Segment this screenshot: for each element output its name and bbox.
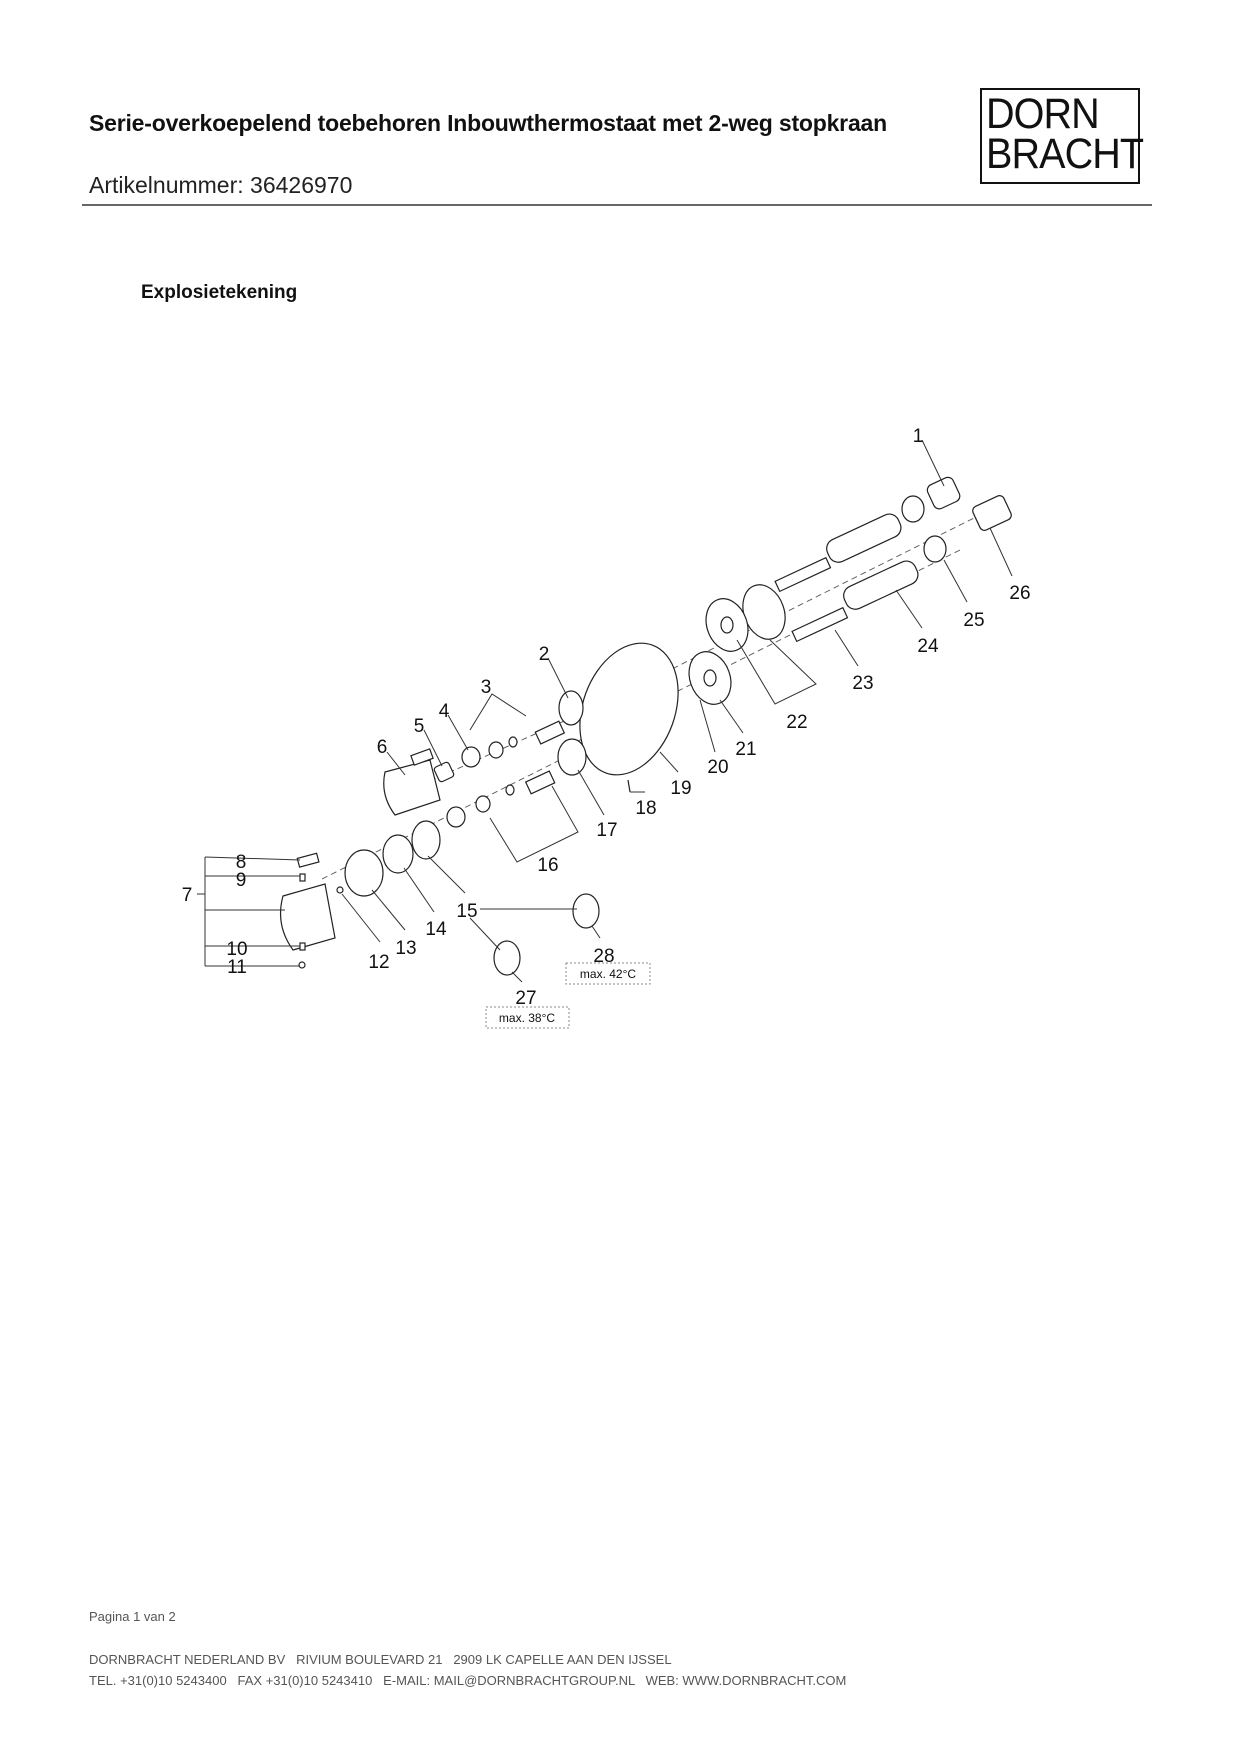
callout-3: 3 xyxy=(481,677,492,698)
temperature-notes: max. 42°C max. 38°C xyxy=(485,962,651,1029)
callout-12: 12 xyxy=(368,952,389,973)
ring-25 xyxy=(923,535,947,563)
callout-5: 5 xyxy=(414,716,425,737)
logo-line-2: BRACHT xyxy=(986,130,1144,178)
callout-2: 2 xyxy=(539,644,550,665)
note-max-38-box xyxy=(485,1006,570,1029)
tube-upper xyxy=(774,556,832,593)
document-title: Serie-overkoepelend toebehoren Inbouwthe… xyxy=(89,110,887,136)
footer-contact: TEL. +31(0)10 5243400 FAX +31(0)10 52434… xyxy=(89,1673,847,1688)
grip-14 xyxy=(382,834,414,874)
note-max-38: max. 38°C xyxy=(499,1011,555,1025)
callout-8: 8 xyxy=(236,852,247,873)
ring-27 xyxy=(493,940,521,976)
ring-28 xyxy=(572,893,600,929)
ring-upper xyxy=(901,495,925,523)
seal-3a xyxy=(508,736,518,748)
part-9 xyxy=(299,873,306,882)
rosette-21-hole xyxy=(703,669,717,687)
note-max-42: max. 42°C xyxy=(580,967,636,981)
hose-upper xyxy=(826,513,902,563)
leader-lines xyxy=(197,439,1013,983)
header-divider xyxy=(82,204,1152,206)
cartridge-3 xyxy=(534,720,566,745)
lever-tab-6 xyxy=(410,748,434,766)
ring-15 xyxy=(411,820,441,860)
flange-2 xyxy=(558,690,584,726)
rosette-upper-hole xyxy=(720,616,734,634)
callout-9: 9 xyxy=(236,870,247,891)
lever-handle-6 xyxy=(383,759,441,816)
article-number: Artikelnummer: 36426970 xyxy=(89,172,353,198)
spline-5 xyxy=(433,761,455,783)
part-10 xyxy=(299,942,306,951)
callout-19: 19 xyxy=(670,778,691,799)
callout-7: 7 xyxy=(182,885,193,906)
callout-14: 14 xyxy=(425,919,447,940)
footer-address: DORNBRACHT NEDERLAND BV RIVIUM BOULEVARD… xyxy=(89,1652,672,1667)
tube-23 xyxy=(791,606,849,643)
seal-16b xyxy=(475,795,491,813)
nut-16 xyxy=(446,806,466,828)
cover-plate-19 xyxy=(579,642,679,776)
callout-4: 4 xyxy=(439,701,450,722)
cartridge-16 xyxy=(524,770,556,795)
callout-24: 24 xyxy=(917,636,939,657)
callout-15: 15 xyxy=(456,901,477,922)
part-11 xyxy=(298,961,306,969)
callout-6: 6 xyxy=(377,737,388,758)
part-1 xyxy=(926,476,961,510)
callout-17: 17 xyxy=(596,820,617,841)
thermostat-handle-7 xyxy=(280,883,336,951)
callout-22: 22 xyxy=(786,712,807,733)
pin-18 xyxy=(627,779,631,793)
callout-25: 25 xyxy=(963,610,984,631)
logo-line-1: DORN xyxy=(986,90,1100,138)
parts xyxy=(280,476,1012,976)
dornbracht-logo: DORN BRACHT xyxy=(980,88,1144,184)
callout-26: 26 xyxy=(1009,583,1030,604)
body-13 xyxy=(344,849,384,897)
callouts: 1 2 3 4 5 6 7 8 9 10 11 12 13 14 15 16 1… xyxy=(182,426,1031,1009)
section-title: Explosietekening xyxy=(141,282,298,303)
seal-3b xyxy=(488,741,504,759)
part-26 xyxy=(972,495,1012,531)
screw-12 xyxy=(336,886,344,894)
part-8 xyxy=(296,852,320,868)
callout-10: 10 xyxy=(226,939,247,960)
callout-18: 18 xyxy=(635,798,656,819)
callout-11: 11 xyxy=(227,957,247,978)
callout-1: 1 xyxy=(913,426,924,447)
callout-20: 20 xyxy=(707,757,728,778)
callout-28: 28 xyxy=(593,946,614,967)
hose-24 xyxy=(843,560,919,610)
callout-13: 13 xyxy=(395,938,416,959)
flange-17 xyxy=(557,738,587,776)
callout-23: 23 xyxy=(852,673,873,694)
page-number: Pagina 1 van 2 xyxy=(89,1609,176,1624)
callout-16: 16 xyxy=(537,855,558,876)
callout-27: 27 xyxy=(515,988,536,1009)
nut-4 xyxy=(461,746,481,768)
seal-16a xyxy=(505,784,515,796)
callout-21: 21 xyxy=(735,739,756,760)
note-max-42-box xyxy=(565,962,651,985)
